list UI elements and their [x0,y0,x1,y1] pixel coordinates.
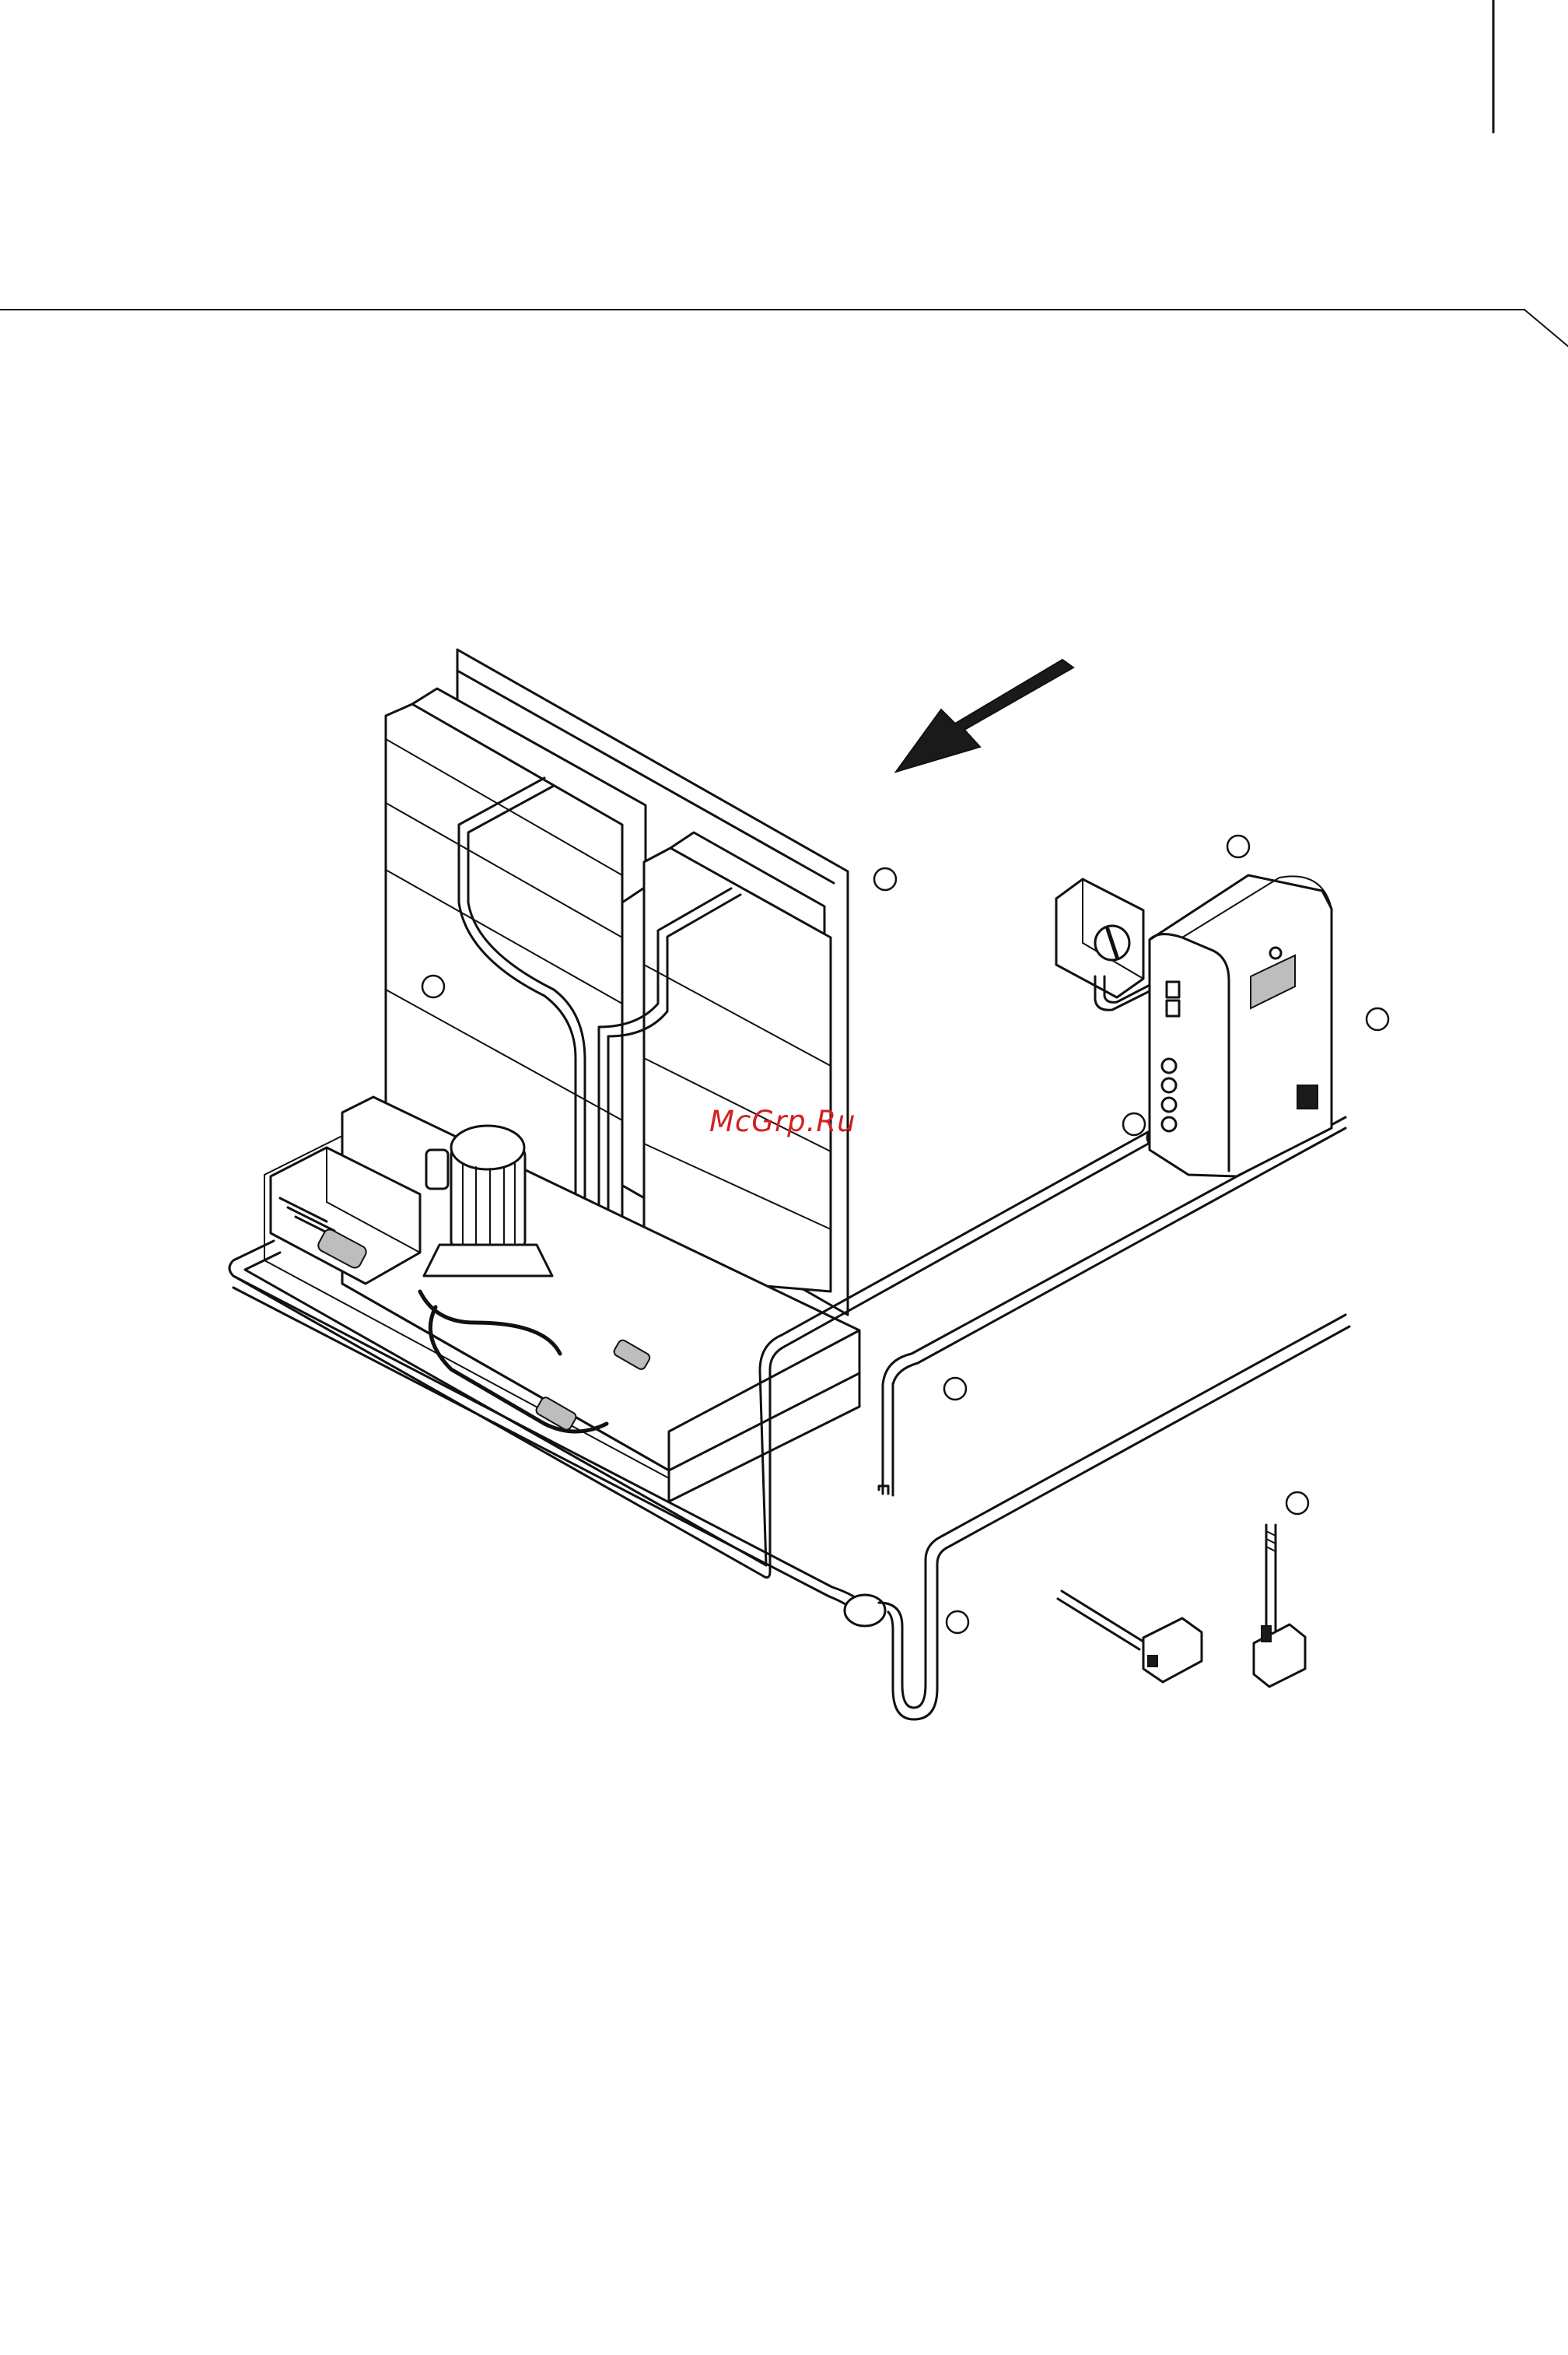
drain-elbow [845,1595,885,1626]
cabinet-port-2 [1162,1078,1176,1092]
control-cabinet-body [1150,875,1332,1176]
callout-disconnect-switch [1227,836,1249,857]
cabinet-indicator-1 [1167,982,1179,997]
watermark-text: McGrp.Ru [709,1105,865,1138]
callout-drain-trap [947,1611,968,1633]
room-sensor-fitting [1262,1626,1271,1642]
cabinet-port-1 [1162,1059,1176,1073]
duct-sensor [1058,1591,1202,1682]
pump-motor-base [424,1245,552,1276]
airflow-arrow-shape [896,660,1073,772]
pump-junction-box [426,1150,448,1189]
callout-cabinet-inlet [1123,1113,1145,1135]
disconnect-switch [1056,879,1162,1010]
feed-pipe-top [893,1128,1346,1385]
callout-room-sensor [1286,1492,1308,1514]
feed-riser [883,1383,893,1495]
room-sensor [1254,1525,1305,1687]
duct-sensor-probe-bottom [1058,1599,1139,1649]
callout-media-cassette [422,976,444,997]
control-cabinet-badge [1297,1085,1318,1109]
duct-sensor-housing [1143,1618,1202,1682]
cabinet-port-4 [1162,1117,1176,1131]
duct-sensor-probe-top [1062,1591,1143,1642]
airflow-arrow [896,660,1073,772]
page-header-rules [0,0,1568,346]
callout-feed-pipe [944,1378,966,1400]
callout-media-frame [874,868,896,890]
control-cabinet [1150,875,1332,1176]
room-sensor-thread [1266,1531,1276,1551]
control-cabinet-lock [1270,948,1281,958]
cabinet-indicator-2 [1167,1001,1179,1016]
cabinet-port-3 [1162,1098,1176,1112]
duct-sensor-fitting [1148,1656,1157,1666]
horizontal-rule-corner [1524,310,1568,346]
callout-control-cabinet [1367,1008,1388,1030]
